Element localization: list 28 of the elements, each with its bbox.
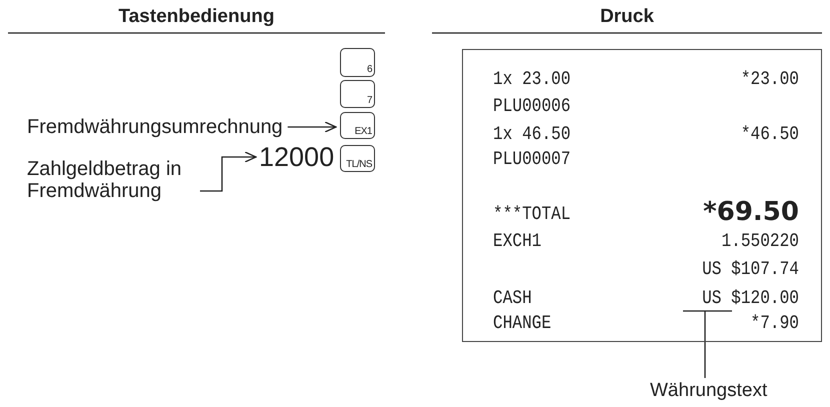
column-heading: Druck xyxy=(600,6,654,27)
receipt-text: US $107.74 xyxy=(701,257,799,281)
key-cap: 7 xyxy=(340,80,375,108)
key-cap: EX1 xyxy=(340,112,375,139)
receipt-text: CASH xyxy=(493,286,532,310)
receipt-text: *23.00 xyxy=(740,67,799,91)
receipt-paper xyxy=(462,49,822,342)
receipt-text: PLU00007 xyxy=(493,147,571,171)
receipt-text: EXCH1 xyxy=(493,229,542,253)
receipt-text: ***TOTAL xyxy=(493,202,571,226)
key-cap: TL/NS xyxy=(340,145,375,172)
receipt-text: US $120.00 xyxy=(649,286,799,310)
arrow xyxy=(200,151,257,192)
receipt-text: 1.550220 xyxy=(720,229,799,253)
receipt-text: PLU00006 xyxy=(493,94,571,118)
receipt-text: *46.50 xyxy=(740,122,799,146)
receipt-text: 1x 23.00 xyxy=(493,67,571,91)
annotation-text: Fremdwährungsumrechnung xyxy=(27,116,283,138)
annotation-text: Zahlgeldbetrag in Fremdwährung xyxy=(27,158,197,202)
key-cap: 6 xyxy=(340,48,375,77)
leader-line xyxy=(682,310,733,379)
column-heading: Tastenbedienung xyxy=(118,6,274,27)
annotation-text: Währungstext xyxy=(650,380,768,401)
annotation-text: 12000 xyxy=(259,142,334,172)
receipt-text: *7.90 xyxy=(750,311,799,335)
receipt-text: CHANGE xyxy=(493,311,552,335)
receipt-text: 1x 46.50 xyxy=(493,122,571,146)
arrow xyxy=(288,121,337,133)
